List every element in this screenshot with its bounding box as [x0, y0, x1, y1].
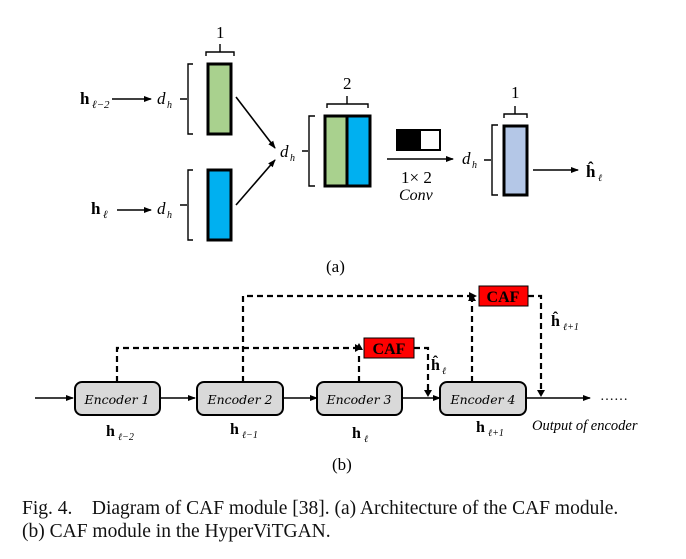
height-bracket — [180, 169, 193, 241]
encoder-4: Encoder 4 h ℓ+1 — [439, 381, 527, 439]
skip-connection-enc1-to-caf1 — [115, 346, 355, 382]
dim-label: d — [157, 89, 166, 108]
encoder-subscript: ℓ+1 — [488, 428, 504, 439]
output-width-label: 1 — [511, 83, 520, 102]
input-h-l-minus-2: h ℓ−2 d h — [80, 62, 233, 136]
encoder-label: Encoder 2 — [206, 392, 272, 407]
arrowhead — [537, 390, 545, 397]
width-label: 1 — [216, 23, 225, 42]
caf-module-2: CAF ĥ ℓ+1 — [478, 285, 579, 333]
dim-subscript: h — [167, 210, 172, 221]
concat-dim-subscript: h — [290, 153, 295, 164]
feature-bar-green — [206, 62, 233, 136]
encoder-symbol: h — [230, 421, 239, 438]
encoder-symbol: h — [352, 425, 361, 442]
encoder-box — [74, 381, 161, 416]
part-a-label: (a) — [326, 257, 345, 276]
input-subscript: ℓ — [103, 209, 108, 221]
dim-label: d — [157, 199, 166, 218]
concat-width-label: 2 — [343, 74, 352, 93]
encoder-subscript: ℓ−1 — [242, 430, 258, 441]
output-dim-subscript: h — [472, 160, 477, 171]
dim-subscript: h — [167, 100, 172, 111]
concat-width-bracket — [326, 96, 369, 108]
encoder-label: Encoder 3 — [325, 392, 391, 407]
concat-dim-label: d — [280, 142, 289, 161]
arrowhead — [468, 294, 476, 301]
width-bracket — [205, 44, 235, 56]
encoder-box — [439, 381, 527, 416]
part-b: CAF ĥ ℓ CAF ĥ ℓ+1 Encoder 1 h ℓ−2 Encode… — [35, 285, 638, 474]
encoder-2: Encoder 2 h ℓ−1 — [196, 381, 284, 441]
input-symbol: h — [91, 199, 101, 218]
caf2-output-connection — [528, 294, 543, 392]
caf-diagram: h ℓ−2 d h 1 h ℓ d h d h 2 — [35, 23, 638, 474]
figure-caption: Fig. 4. Diagram of CAF module [38]. (a) … — [22, 497, 672, 543]
caption-line-2: (b) CAF module in the HyperViTGAN. — [22, 521, 331, 542]
part-b-label: (b) — [332, 455, 352, 474]
encoder-symbol: h — [106, 423, 115, 440]
encoder-subscript: ℓ — [364, 434, 368, 445]
output-bar — [502, 124, 529, 197]
caf-label: CAF — [373, 341, 406, 358]
caption-line-1: Fig. 4. Diagram of CAF module [38]. (a) … — [22, 498, 619, 519]
feature-bar-blue — [206, 168, 233, 242]
height-bracket — [180, 63, 193, 135]
output-subscript: ℓ — [598, 173, 602, 184]
caf-output-subscript: ℓ+1 — [563, 322, 579, 333]
output-dim-label: d — [462, 149, 471, 168]
concat-bar-green — [323, 114, 349, 188]
output-height-bracket — [484, 124, 498, 196]
conv-kernel-size: 1× 2 — [401, 168, 432, 187]
output-of-encoder-label: Output of encoder — [532, 418, 638, 434]
caf-output-symbol: ĥ — [551, 310, 560, 330]
conv-label: Conv — [399, 187, 434, 204]
caf-module-1: CAF ĥ ℓ — [363, 337, 446, 377]
encoder-label: Encoder 4 — [449, 392, 515, 407]
arrowhead — [355, 343, 363, 350]
concat-bar-blue — [345, 114, 372, 188]
caf-output-symbol: ĥ — [431, 354, 440, 374]
caf1-output-connection — [414, 346, 430, 392]
encoder-3: Encoder 3 h ℓ — [316, 381, 403, 445]
continuation-ellipsis: …… — [600, 389, 628, 404]
arrowhead — [424, 390, 432, 397]
caf-output-subscript: ℓ — [442, 366, 446, 377]
encoder-label: Encoder 1 — [83, 392, 149, 407]
part-a: h ℓ−2 d h 1 h ℓ d h d h 2 — [80, 23, 602, 276]
conv-kernel-filled-cell — [397, 130, 421, 150]
encoder-subscript: ℓ−2 — [118, 432, 134, 443]
input-symbol: h — [80, 89, 90, 108]
encoder-symbol: h — [476, 419, 485, 436]
merge-arrow-bottom — [235, 159, 276, 206]
concat-height-bracket — [302, 115, 315, 187]
encoder-box — [316, 381, 403, 416]
merge-arrow-top — [235, 96, 276, 149]
caf-label: CAF — [487, 289, 520, 306]
skip-connection-enc2-to-caf2 — [241, 294, 473, 382]
input-subscript: ℓ−2 — [92, 99, 110, 111]
input-h-l: h ℓ d h — [91, 168, 233, 242]
encoder-box — [196, 381, 284, 416]
output-symbol: ĥ — [586, 161, 596, 181]
output-width-bracket — [503, 106, 528, 118]
encoder-1: Encoder 1 h ℓ−2 — [74, 381, 161, 443]
caf-box — [478, 285, 529, 307]
caf-box — [363, 337, 415, 359]
